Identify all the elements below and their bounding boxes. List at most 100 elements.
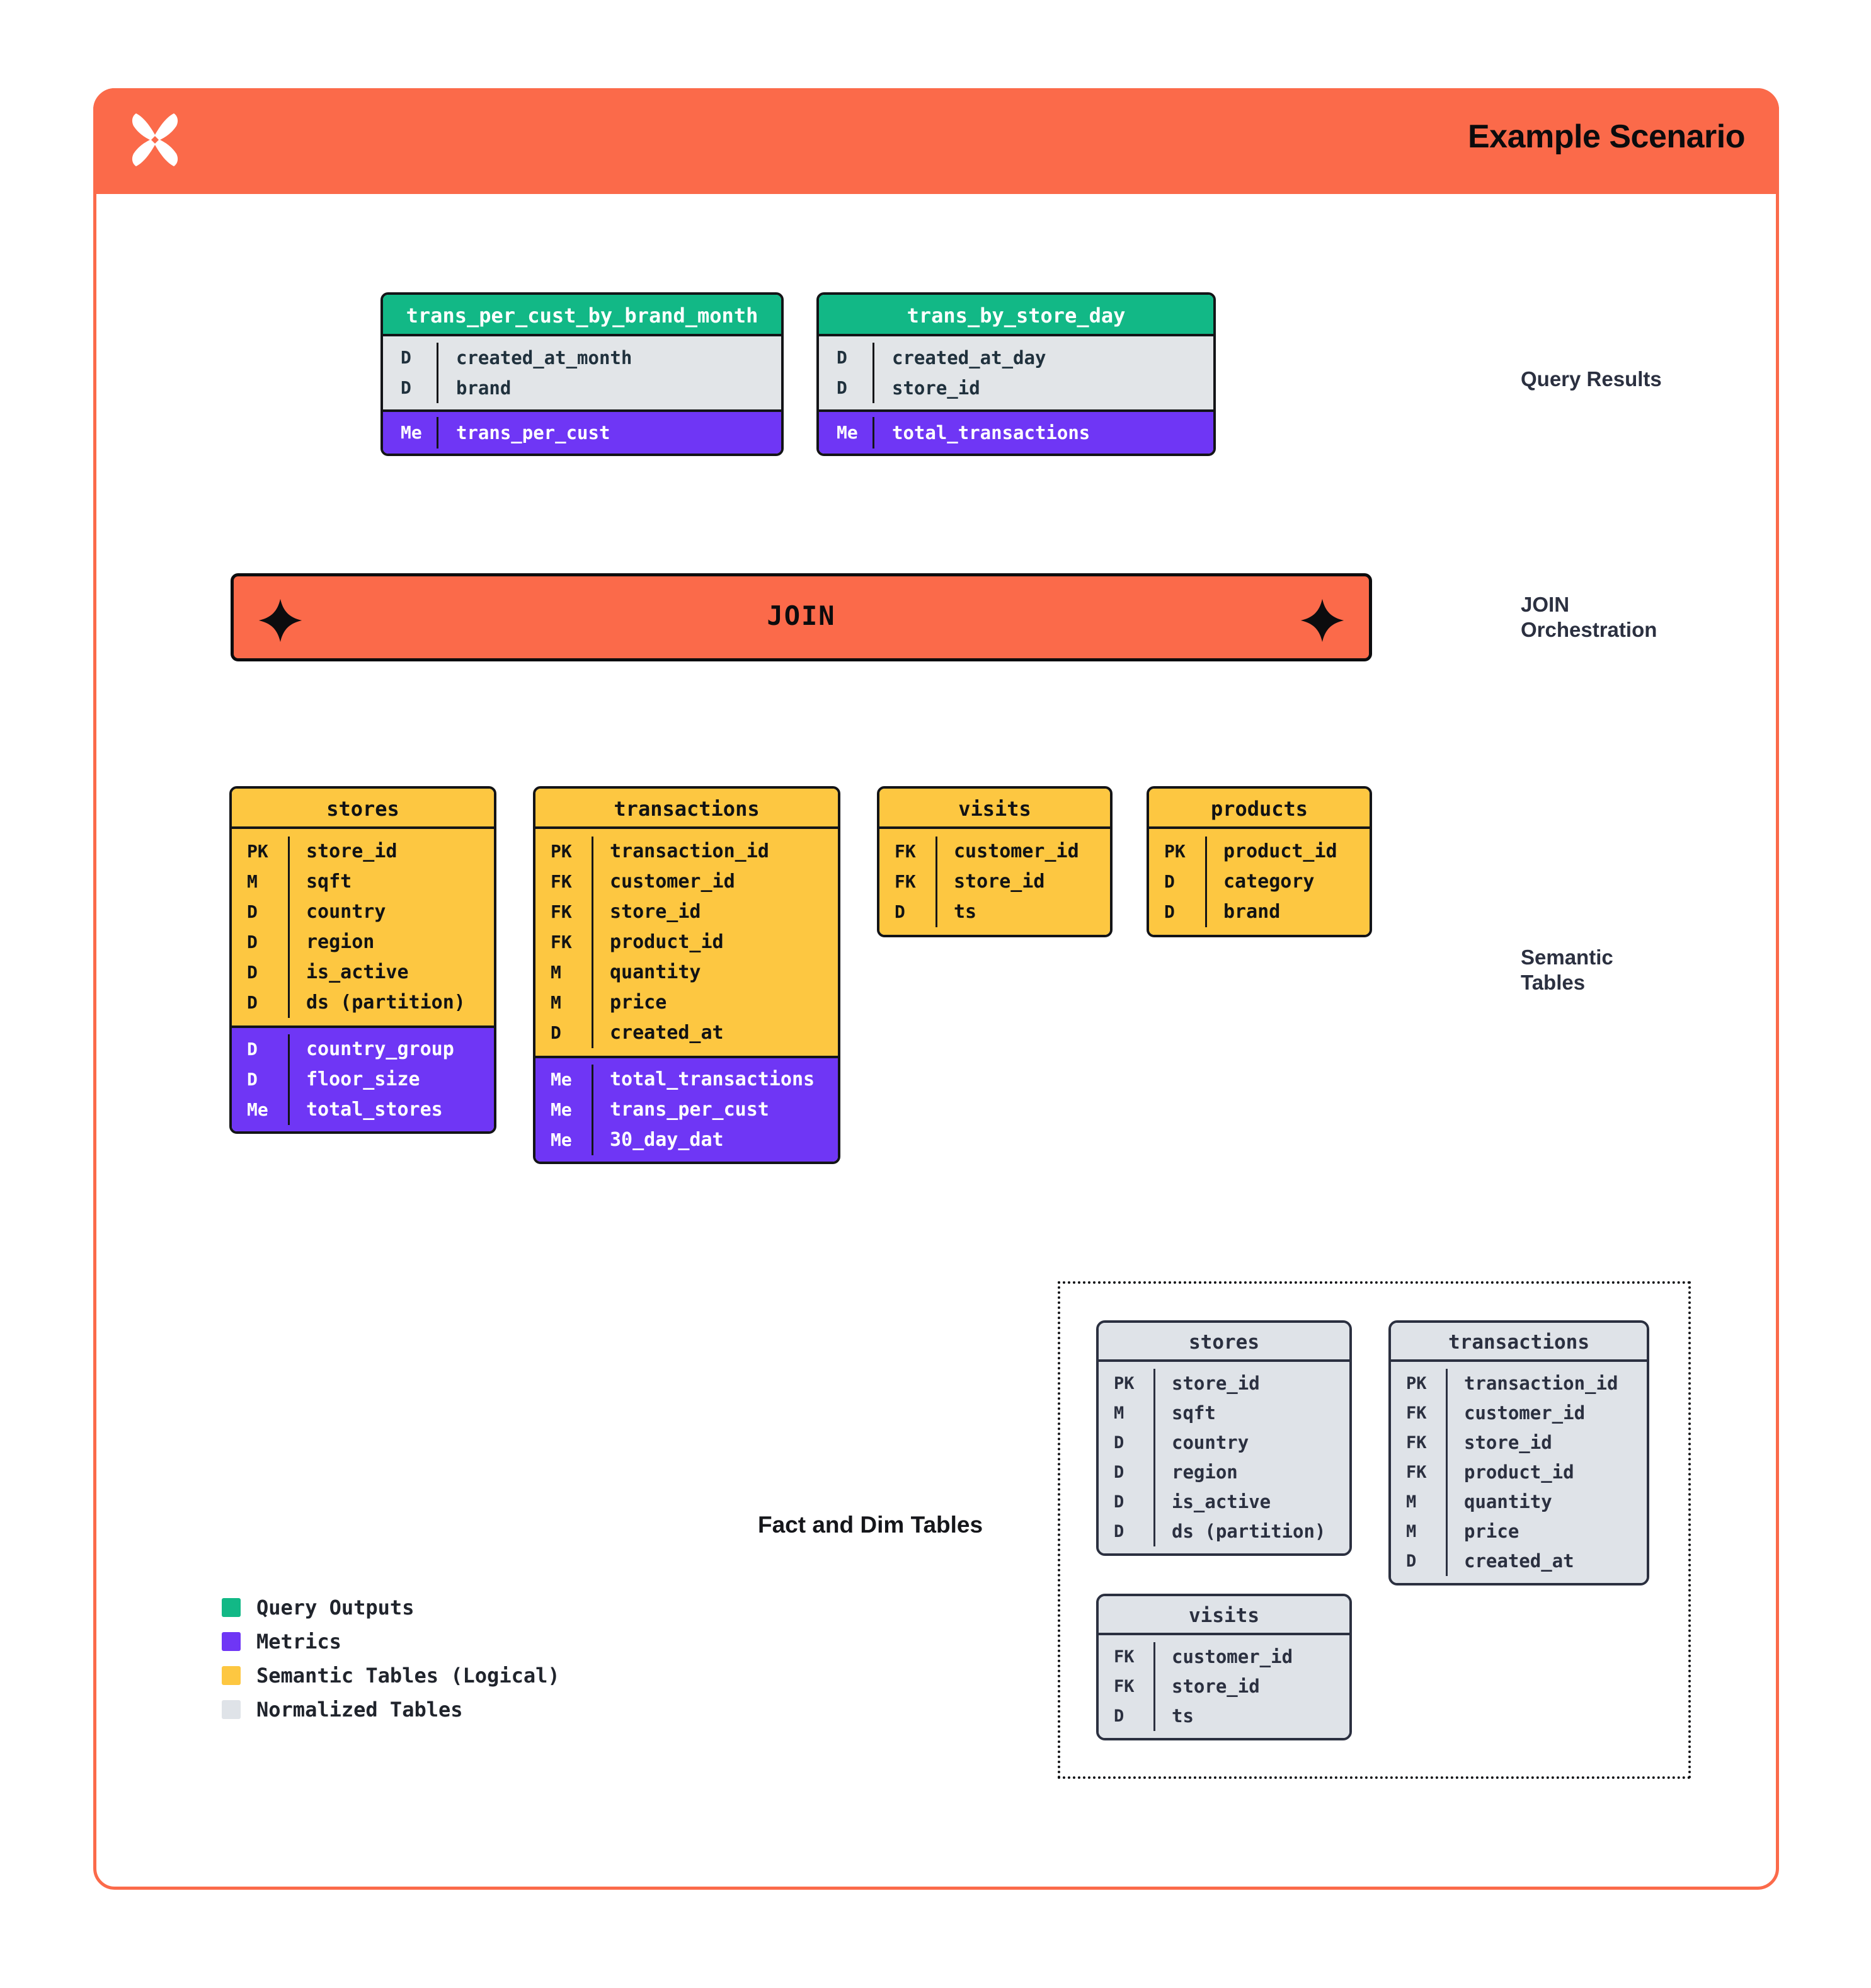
table-row[interactable]: D category (1149, 867, 1370, 897)
semantic-table-transactions[interactable]: transactions PK transaction_id FK custom… (533, 786, 840, 1164)
table-row[interactable]: D country (1099, 1428, 1349, 1458)
table-row[interactable]: FK customer_id (535, 867, 838, 897)
column-name: customer_id (610, 871, 735, 893)
column-name: store_id (1172, 1373, 1260, 1394)
table-row[interactable]: M sqft (232, 867, 494, 897)
column-name: created_at_month (456, 347, 632, 368)
table-row[interactable]: D ts (879, 897, 1110, 927)
column-section: PK transaction_id FK customer_id FK stor… (535, 829, 838, 1056)
table-row[interactable]: D store_id (819, 373, 1213, 403)
table-row[interactable]: PK store_id (232, 837, 494, 867)
table-title: transactions (1391, 1323, 1647, 1362)
table-row[interactable]: Me trans_per_cust (383, 417, 781, 448)
column-name: 30_day_dat (610, 1129, 724, 1151)
column-name: brand (456, 377, 512, 399)
table-row[interactable]: D region (1099, 1458, 1349, 1487)
table-row[interactable]: D ts (1099, 1701, 1349, 1731)
table-row[interactable]: D ds (partition) (232, 988, 494, 1018)
table-row[interactable]: D created_at (1391, 1546, 1647, 1576)
column-name: customer_id (1172, 1646, 1293, 1667)
table-row[interactable]: D country_group (232, 1034, 494, 1065)
table-row[interactable]: FK customer_id (879, 837, 1110, 867)
table-row[interactable]: FK store_id (535, 897, 838, 927)
table-row[interactable]: FK customer_id (1391, 1398, 1647, 1428)
table-row[interactable]: PK transaction_id (535, 837, 838, 867)
column-kind: D (1149, 867, 1207, 897)
query-result-table-1[interactable]: trans_by_store_day D created_at_day D st… (816, 292, 1216, 456)
table-row[interactable]: M price (535, 988, 838, 1018)
column-kind: M (535, 988, 593, 1018)
column-kind: FK (1391, 1458, 1448, 1487)
table-row[interactable]: D floor_size (232, 1065, 494, 1095)
semantic-table-products[interactable]: products PK product_id D category D bran… (1147, 786, 1372, 937)
column-name: store_id (892, 377, 980, 399)
table-row[interactable]: PK store_id (1099, 1369, 1349, 1398)
column-kind: D (232, 957, 290, 988)
table-title: transactions (535, 789, 838, 829)
column-name: ts (954, 901, 977, 923)
semantic-table-visits[interactable]: visits FK customer_id FK store_id D ts (877, 786, 1113, 937)
metric-section: Me total_transactions (819, 409, 1213, 454)
table-row[interactable]: FK store_id (879, 867, 1110, 897)
table-row[interactable]: D is_active (232, 957, 494, 988)
column-name: price (610, 991, 667, 1014)
table-row[interactable]: M quantity (1391, 1487, 1647, 1517)
table-row[interactable]: M price (1391, 1517, 1647, 1546)
column-kind: M (535, 957, 593, 988)
column-kind: FK (535, 897, 593, 927)
column-name: store_id (1172, 1676, 1260, 1697)
normalized-table-stores[interactable]: stores PK store_id M sqft D country D re… (1096, 1320, 1352, 1556)
column-name: created_at_day (892, 347, 1046, 368)
join-orchestration-bar[interactable]: JOIN (231, 573, 1372, 661)
column-kind: D (383, 373, 438, 403)
column-name: sqft (306, 871, 352, 893)
column-name: quantity (610, 961, 701, 983)
column-kind: D (1099, 1517, 1155, 1546)
normalized-table-transactions[interactable]: transactions PK transaction_id FK custom… (1388, 1320, 1649, 1585)
column-name: transaction_id (610, 840, 769, 862)
column-name: brand (1223, 901, 1281, 923)
query-result-table-0[interactable]: trans_per_cust_by_brand_month D created_… (380, 292, 784, 456)
column-name: total_transactions (610, 1068, 815, 1090)
legend-label: Query Outputs (256, 1596, 415, 1620)
column-name: country (306, 901, 386, 923)
normalized-table-visits[interactable]: visits FK customer_id FK store_id D ts (1096, 1594, 1352, 1740)
table-row[interactable]: FK customer_id (1099, 1642, 1349, 1672)
table-row[interactable]: D created_at_month (383, 343, 781, 373)
column-name: ds (partition) (1172, 1521, 1326, 1542)
table-row[interactable]: FK store_id (1099, 1672, 1349, 1701)
table-row[interactable]: PK transaction_id (1391, 1369, 1647, 1398)
semantic-table-stores[interactable]: stores PK store_id M sqft D country D re… (229, 786, 496, 1134)
table-row[interactable]: Me trans_per_cust (535, 1095, 838, 1125)
column-name: region (1172, 1461, 1238, 1483)
legend-label: Semantic Tables (Logical) (256, 1664, 560, 1688)
table-row[interactable]: Me total_transactions (535, 1065, 838, 1095)
column-name: quantity (1464, 1491, 1552, 1512)
table-row[interactable]: Me total_stores (232, 1095, 494, 1125)
legend-item: Query Outputs (222, 1591, 560, 1625)
legend-item: Semantic Tables (Logical) (222, 1659, 560, 1693)
table-row[interactable]: FK product_id (535, 927, 838, 957)
table-row[interactable]: D country (232, 897, 494, 927)
table-row[interactable]: PK product_id (1149, 837, 1370, 867)
table-row[interactable]: M quantity (535, 957, 838, 988)
table-row[interactable]: D created_at (535, 1018, 838, 1048)
table-row[interactable]: D ds (partition) (1099, 1517, 1349, 1546)
column-kind: D (232, 1065, 290, 1095)
table-row[interactable]: Me total_transactions (819, 417, 1213, 448)
table-row[interactable]: D brand (1149, 897, 1370, 927)
table-row[interactable]: FK product_id (1391, 1458, 1647, 1487)
column-name: created_at (610, 1022, 724, 1044)
legend-swatch-semantic-tables (222, 1666, 241, 1685)
table-row[interactable]: D region (232, 927, 494, 957)
table-row[interactable]: D created_at_day (819, 343, 1213, 373)
column-name: store_id (306, 840, 398, 862)
table-row[interactable]: D brand (383, 373, 781, 403)
column-name: store_id (610, 901, 701, 923)
column-name: ds (partition) (306, 991, 466, 1014)
table-row[interactable]: FK store_id (1391, 1428, 1647, 1458)
table-row[interactable]: D is_active (1099, 1487, 1349, 1517)
card-header: Example Scenario (93, 88, 1779, 194)
table-row[interactable]: M sqft (1099, 1398, 1349, 1428)
table-row[interactable]: Me 30_day_dat (535, 1125, 838, 1155)
